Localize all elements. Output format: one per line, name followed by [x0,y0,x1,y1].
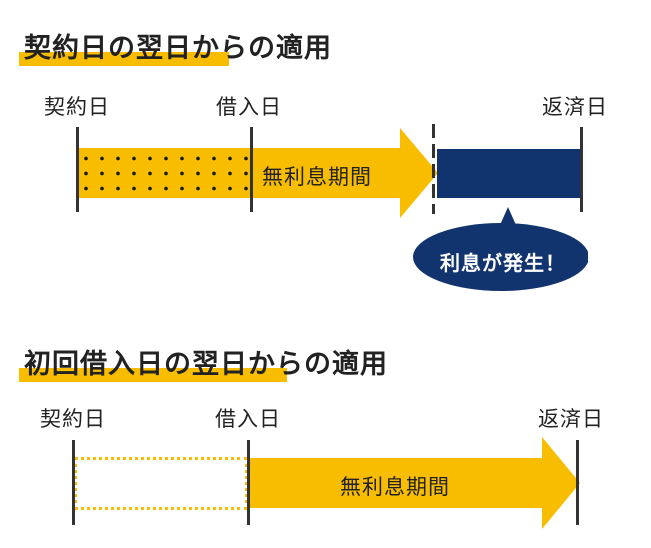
interest-free-arrow [247,437,580,529]
arrow-shape [247,437,580,529]
borrow-date-label: 借入日 [216,95,282,119]
interest-bubble-text: 利息が発生！ [440,251,566,275]
pre-borrow-dotted-period [74,457,248,510]
pre-borrow-dotted-period [78,148,252,198]
repay-date-marker [580,127,583,212]
interest-free-label: 無利息期間 [340,475,450,499]
interest-start-marker [432,124,435,214]
contract-date-marker [76,127,79,212]
borrow-date-marker [247,440,250,525]
bubble-tail [500,207,516,225]
heading-underline [19,368,287,382]
section-heading: 初回借入日の翌日からの適用 [24,349,388,380]
arrow-shape [250,128,438,218]
repay-date-label: 返済日 [538,407,604,431]
repay-date-marker [576,440,579,525]
contract-date-marker [72,440,75,525]
interest-period-bar [437,149,580,198]
interest-free-label: 無利息期間 [262,165,372,189]
borrow-date-label: 借入日 [215,407,281,431]
repay-date-label: 返済日 [542,95,608,119]
heading-underline [19,52,229,66]
contract-date-label: 契約日 [40,407,106,431]
bubble-body [413,223,588,291]
section-heading: 契約日の翌日からの適用 [24,33,332,64]
contract-date-label: 契約日 [44,95,110,119]
borrow-date-marker [250,127,253,212]
interest-speech-bubble [413,207,588,291]
interest-free-arrow [250,128,438,218]
